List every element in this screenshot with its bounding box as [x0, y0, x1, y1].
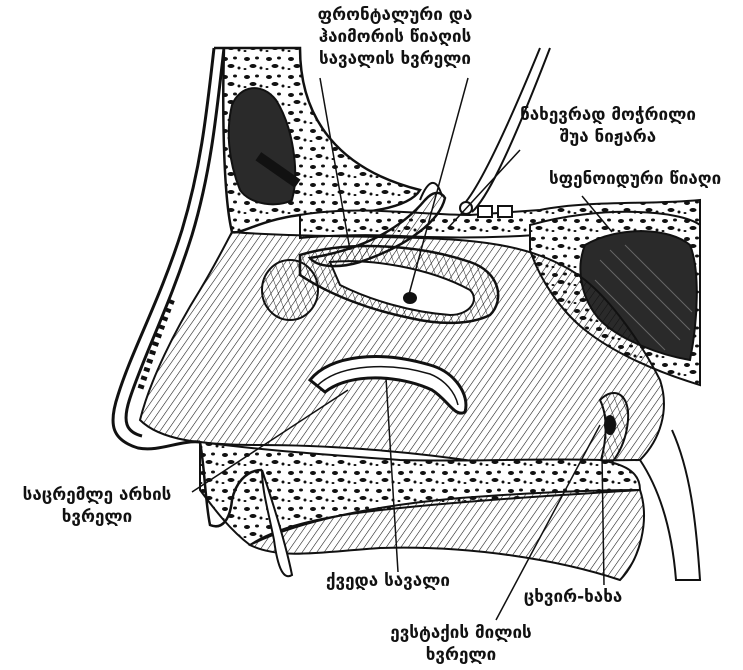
label-line: სფენოიდური წიაღი: [549, 168, 721, 190]
label-partially-cut-middle-turbinate: ნახევრად მოჭრილი შუა ნიჟარა: [500, 104, 716, 148]
label-line: საცრემლე არხის: [2, 484, 192, 506]
pharynx-wall: [640, 430, 700, 580]
label-frontal-maxillary-opening: ფრონტალური და ჰაიმორის წიაღის სავალის ხვ…: [300, 4, 490, 70]
agger-nasi: [262, 260, 318, 320]
label-line: ხვრელი: [366, 644, 556, 666]
label-line: სავალის ხვრელი: [300, 48, 490, 70]
label-line: ნახევრად მოჭრილი: [500, 104, 716, 126]
label-line: ცხვირ-ხახა: [508, 586, 638, 608]
label-eustachian-tube-opening: ევსტაქის მილის ხვრელი: [366, 622, 556, 666]
label-nasopharynx: ცხვირ-ხახა: [508, 586, 638, 608]
label-line: ხვრელი: [2, 506, 192, 528]
label-nasolacrimal-duct-opening: საცრემლე არხის ხვრელი: [2, 484, 192, 528]
label-line: ფრონტალური და: [300, 4, 490, 26]
label-line: ქვედა სავალი: [318, 570, 458, 592]
label-line: ევსტაქის მილის: [366, 622, 556, 644]
label-sphenoid-sinus: სფენოიდური წიაღი: [549, 168, 721, 190]
label-inferior-meatus: ქვედა სავალი: [318, 570, 458, 592]
label-line: ჰაიმორის წიაღის: [300, 26, 490, 48]
label-line: შუა ნიჟარა: [500, 126, 716, 148]
